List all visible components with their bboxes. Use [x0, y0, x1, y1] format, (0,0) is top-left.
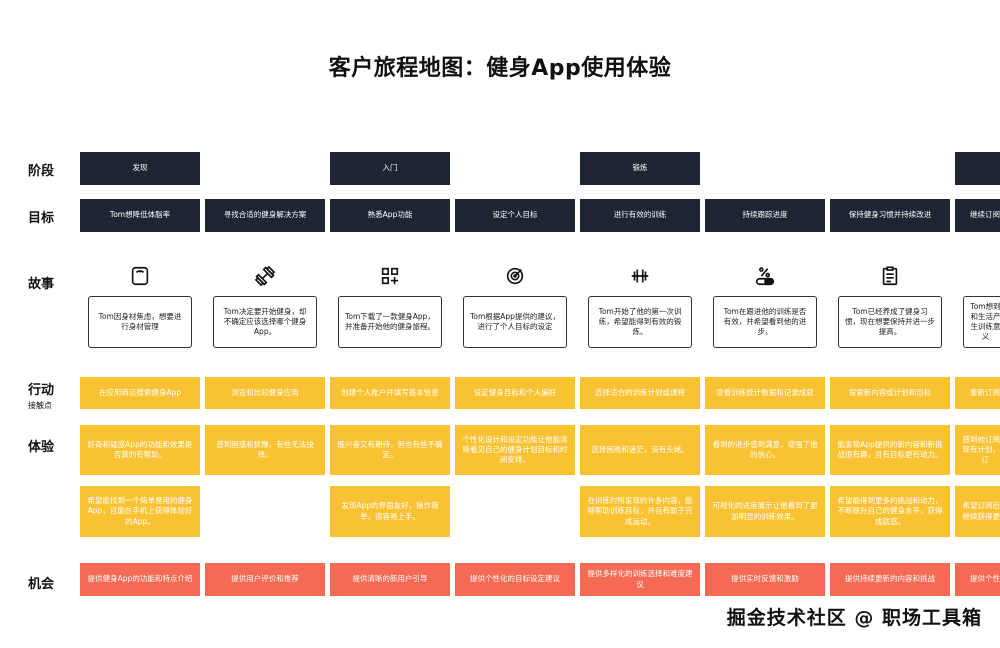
- action-cell: 设定健身目标和个人偏好: [455, 377, 575, 409]
- story-card: Tom因身材焦虑，想要进行身材管理: [88, 296, 192, 348]
- opportunity-cell: 提供多样化的训练选择和难度建议: [580, 563, 700, 596]
- experience-cell: 看到的进步感到满意，增强了他的信心。: [705, 425, 825, 475]
- row-label-action: 行动 接触点: [28, 379, 54, 411]
- story-card: Tom决定要开始健身，却不确定应该选择哪个健身App。: [213, 296, 317, 348]
- opportunity-cell: 提供实时反馈和激励: [705, 563, 825, 596]
- stage-workout: 锻炼: [580, 152, 700, 185]
- experience-cell: 在训练时所发现的许多内容，能够帮助训练目标，并且有助于完成运动。: [580, 486, 700, 537]
- story-card: Tom下载了一款健身App，并准备开始他的健身旅程。: [338, 296, 442, 348]
- experience-cell: 选择困难和迷茫，没有头绪。: [580, 425, 700, 475]
- story-card: Tom在跟进他的训练是否有效，并希望看到他的进步。: [713, 296, 817, 348]
- opportunity-cell: 提供个性化的目标设定建议: [455, 563, 575, 596]
- goal-cell: 寻找合适的健身解决方案: [205, 199, 325, 232]
- experience-cell: 希望能找到一个简单易用的健身App，且能在手机上获得体验好的App。: [80, 486, 200, 537]
- experience-cell: 感到他订阅为现有计划，续订: [955, 425, 1000, 475]
- story-card: Tom想到和生活产生训练意义: [963, 296, 1000, 348]
- goal-cell: 进行有效的训练: [580, 199, 700, 232]
- stage-discover: 发现: [80, 152, 200, 185]
- experience-cell: 可视化的进度展示让他看到了更加明显的训练效果。: [705, 486, 825, 537]
- experience-cell: 既兴奋又有期待，但也有些不确定。: [330, 425, 450, 475]
- action-cell: 创建个人账户并填写基本信息: [330, 377, 450, 409]
- opportunity-cell: 提供健身App的功能和特点介绍: [80, 563, 200, 596]
- experience-cell: 感到困惑和犹豫，有些无法抉择。: [205, 425, 325, 475]
- goal-cell: 继续订阅: [955, 199, 1000, 232]
- action-cell: 查看训练统计数据和记录成就: [705, 377, 825, 409]
- action-cell: 探索新内容或计划和目标: [830, 377, 950, 409]
- opportunity-cell: 提供持续更新的内容和挑战: [830, 563, 950, 596]
- barbell-icon: [626, 262, 654, 290]
- watermark: 掘金技术社区 @ 职场工具箱: [726, 607, 982, 629]
- checklist-icon: [876, 262, 904, 290]
- row-label-experience: 体验: [28, 440, 55, 455]
- action-cell: 在应用商店搜索健身App: [80, 377, 200, 409]
- experience-cell: 希望订阅后能继续获得更多: [955, 486, 1000, 537]
- experience-cell: 发现App的界面友好，操作简单，很容易上手。: [330, 486, 450, 537]
- row-label-opportunity: 机会: [28, 577, 55, 592]
- experience-cell: 能发现App提供的新内容和新挑战很有趣，且有目标更有动力。: [830, 425, 950, 475]
- row-label-goal: 目标: [28, 211, 55, 226]
- opportunity-cell: 提供个性: [955, 563, 1000, 596]
- experience-cell: 好奇和疑惑App的功能和效果是否真的有帮助。: [80, 425, 200, 475]
- experience-cell: 个性化设计和设定功能让他能清晰看见自己的健身计划目标和时间安排。: [455, 425, 575, 475]
- row-label-story: 故事: [28, 277, 55, 292]
- action-cell: 重新订阅: [955, 377, 1000, 409]
- story-card: Tom已经养成了健身习惯，现在想要保持并进一步提高。: [838, 296, 942, 348]
- story-card: Tom开始了他的第一次训练，希望能得到有效的锻炼。: [588, 296, 692, 348]
- stage-next: [955, 152, 1000, 185]
- story-card: Tom根据App提供的建议，进行了个人目标的设定: [463, 296, 567, 348]
- stage-onboarding: 入门: [330, 152, 450, 185]
- row-label-action-sub: 接触点: [28, 401, 52, 410]
- goal-cell: 持续跟踪进度: [705, 199, 825, 232]
- page-title: 客户旅程地图：健身App使用体验: [328, 56, 672, 81]
- goal-cell: 设定个人目标: [455, 199, 575, 232]
- goal-cell: Tom想降低体脂率: [80, 199, 200, 232]
- experience-cell: 希望能得到更多的挑战和动力，不断提升自己的健身水平，获得成就感。: [830, 486, 950, 537]
- target-icon: [501, 262, 529, 290]
- dumbbell-icon: [251, 262, 279, 290]
- opportunity-cell: 提供清晰的新用户引导: [330, 563, 450, 596]
- scale-icon: [126, 262, 154, 290]
- goal-cell: 保持健身习惯并持续改进: [830, 199, 950, 232]
- action-cell: 浏览和比较健身应用: [205, 377, 325, 409]
- row-label-stage: 阶段: [28, 164, 55, 179]
- percent-pill-icon: [751, 262, 779, 290]
- row-label-action-text: 行动: [28, 383, 55, 398]
- apps-icon: [376, 262, 404, 290]
- opportunity-cell: 提供用户评价和推荐: [205, 563, 325, 596]
- action-cell: 选择适合的训练计划或课程: [580, 377, 700, 409]
- goal-cell: 熟悉App功能: [330, 199, 450, 232]
